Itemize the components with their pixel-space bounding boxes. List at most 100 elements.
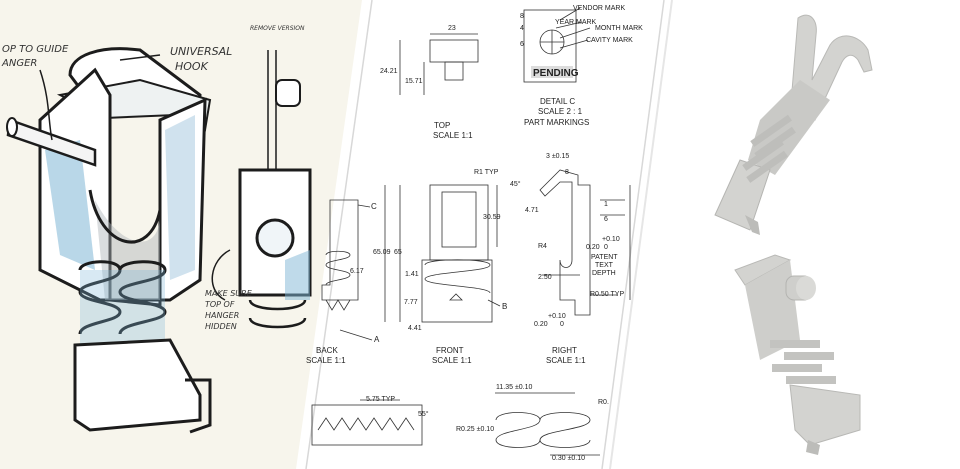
right-patent-3: DEPTH [592,270,616,277]
photo-panel [609,0,960,469]
right-d6: 0.20 [586,244,600,251]
sketch-note-4: HOOK [175,60,209,73]
detail-c-mark-2: YEAR MARK [555,19,597,26]
right-d9: 0.20 [534,321,548,328]
right-d5: 6 [604,216,608,223]
right-view [539,169,631,316]
right-r4: R4 [538,243,547,250]
detail-c-title: DETAIL C [540,97,575,106]
right-r05: R0.50 TYP [590,291,624,298]
detail-bottom-d3: 0.30 ±0.10 [552,455,585,462]
right-d2: 8 [565,169,569,176]
top-view-stem [444,61,464,81]
sketch-note-9: HIDDEN [205,322,237,331]
sketch-shade-gray [95,200,160,300]
sketch-note-6: MAKE SURE [205,289,253,298]
right-scale: SCALE 1:1 [546,356,586,365]
detail-bottom-r: R0. [598,399,609,406]
detail-bottom-d2: R0.25 ±0.10 [456,426,494,433]
right-d3: 4.71 [525,207,539,214]
front-title: FRONT [436,346,464,355]
sketch-side-post [267,50,277,170]
photo-part-2-ribs [770,340,836,384]
front-d5: 7.77 [404,299,418,306]
drawing-panel: PENDING 23 24.21 15.71 TOP SCALE 1:1 VEN… [305,0,665,469]
sketch-shade-blue [45,140,95,270]
drawing-edge-right [601,0,665,469]
photo-part-2-knob-face [796,276,816,300]
right-d8: 2.50 [538,274,552,281]
sketch-arrow-2 [39,69,53,141]
front-view [384,184,501,323]
detail-c [523,7,591,83]
detail-c-mark-3: MONTH MARK [595,25,643,32]
section-bottom [311,399,423,446]
detail-bottom [495,392,600,456]
top-dim-width: 23 [448,25,456,32]
detail-c-num-2: 6 [520,41,524,48]
section-bottom-d1: 5.75 TYP [366,396,395,403]
front-callout-b: B [502,302,507,311]
photo-edge [609,0,673,469]
right-d1: 3 ±0.15 [546,153,569,160]
sketch-note-7: TOP OF [205,300,235,309]
detail-c-sub: PART MARKINGS [524,118,589,127]
section-bottom-outline [311,404,423,446]
detail-c-scale: SCALE 2 : 1 [538,107,583,116]
drawing-edge-left [305,0,373,469]
detail-c-mark-4: CAVITY MARK [586,37,633,44]
sketch-serpentine-shade [80,270,165,350]
top-dim-height-a: 24.21 [380,68,398,75]
front-d1: 30.59 [483,214,501,221]
back-callout-c: C [371,202,377,211]
detail-bottom-serp-1 [495,412,541,448]
back-scale: SCALE 1:1 [306,356,346,365]
detail-c-num-3: 4 [520,25,524,32]
sketch-arrow-3 [211,249,231,301]
right-title: RIGHT [552,346,577,355]
photo-background [610,0,960,469]
sketch-pin-end [6,117,18,137]
back-dim: 6.17 [350,268,364,275]
detail-bottom-serp-2 [539,412,591,448]
detail-c-num-1: 8 [520,13,524,20]
sketch-shade-blue-2 [165,115,195,280]
right-patent-1: PATENT [591,254,618,261]
sketch-panel: OP TO GUIDE ANGER UNIVERSAL HOOK REMOVE … [0,0,362,469]
photo-part-1 [714,14,873,235]
front-d4: 1.41 [405,271,419,278]
sketch-arrow-1 [119,54,161,61]
photo-part-1-tip [745,215,760,235]
right-view-outline [539,169,591,316]
right-patent-2: TEXT [595,262,614,269]
right-d7: 0 [604,244,608,251]
sketch-lower [73,338,202,432]
sketch-note-5: REMOVE VERSION [250,25,305,32]
right-d10: 0 [560,321,564,328]
photo-part-2 [734,254,861,455]
front-d2: 65.09 [373,249,391,256]
sketch-note-1: OP TO GUIDE [2,44,69,55]
sketch-side-shade [285,250,310,300]
photo-part-2-tip [806,440,820,455]
detail-c-body [523,9,577,83]
sketch-foot [185,378,212,434]
photo-part-2-foot [789,384,861,446]
detail-bottom-d1: 11.35 ±0.10 [496,384,533,391]
sketch-side-knob [275,79,301,107]
front-r1: R1 TYP [474,169,499,176]
sketch-note-3: UNIVERSAL [170,45,232,58]
top-scale: SCALE 1:1 [433,131,473,140]
front-view-lower [421,259,493,323]
back-view [321,199,373,341]
sketch-side-serp [248,299,307,329]
right-d4: 1 [604,201,608,208]
back-view-outline [321,199,359,301]
detail-c-stamp: PENDING [533,68,579,79]
front-d6: 4.41 [408,325,422,332]
back-callout-a: A [374,335,380,344]
drawing-paper [306,0,664,469]
top-title: TOP [434,121,450,130]
